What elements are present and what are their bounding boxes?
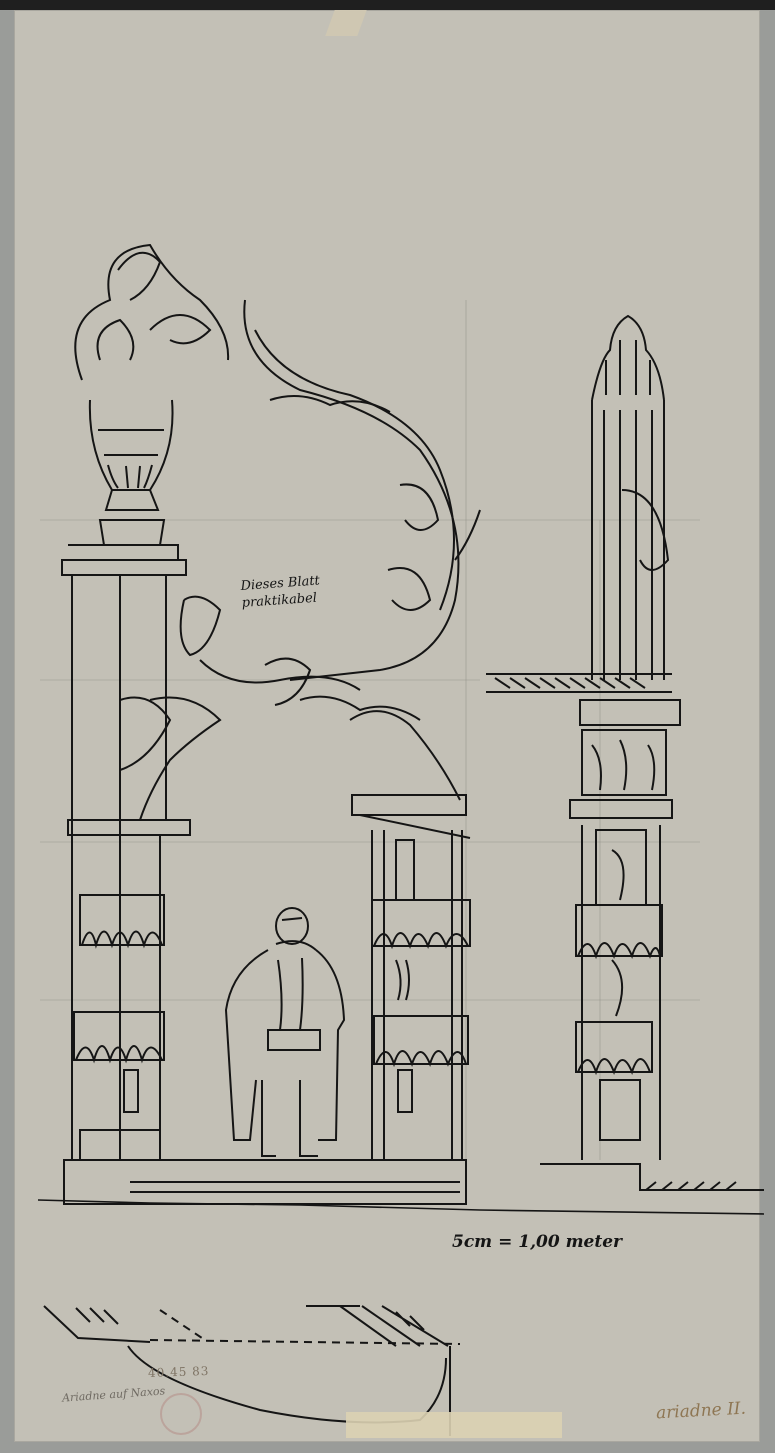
archive-stamp-number: 40.45 83 — [147, 1363, 210, 1381]
scan-border — [0, 0, 775, 10]
right-column — [569, 314, 681, 1160]
tape-strip-bottom — [346, 1412, 562, 1438]
arch-cartouche — [119, 299, 481, 821]
center-pier — [351, 794, 471, 1160]
scale-label: 5cm = 1,00 meter — [452, 1232, 622, 1252]
ground-lines — [37, 673, 765, 1215]
pencil-grid — [40, 300, 700, 1180]
ground-plan — [43, 1305, 461, 1436]
urn-ornament — [74, 243, 230, 546]
left-pier — [61, 544, 467, 1205]
archive-stamp-icon — [160, 1393, 202, 1435]
standing-figure — [224, 907, 346, 1157]
